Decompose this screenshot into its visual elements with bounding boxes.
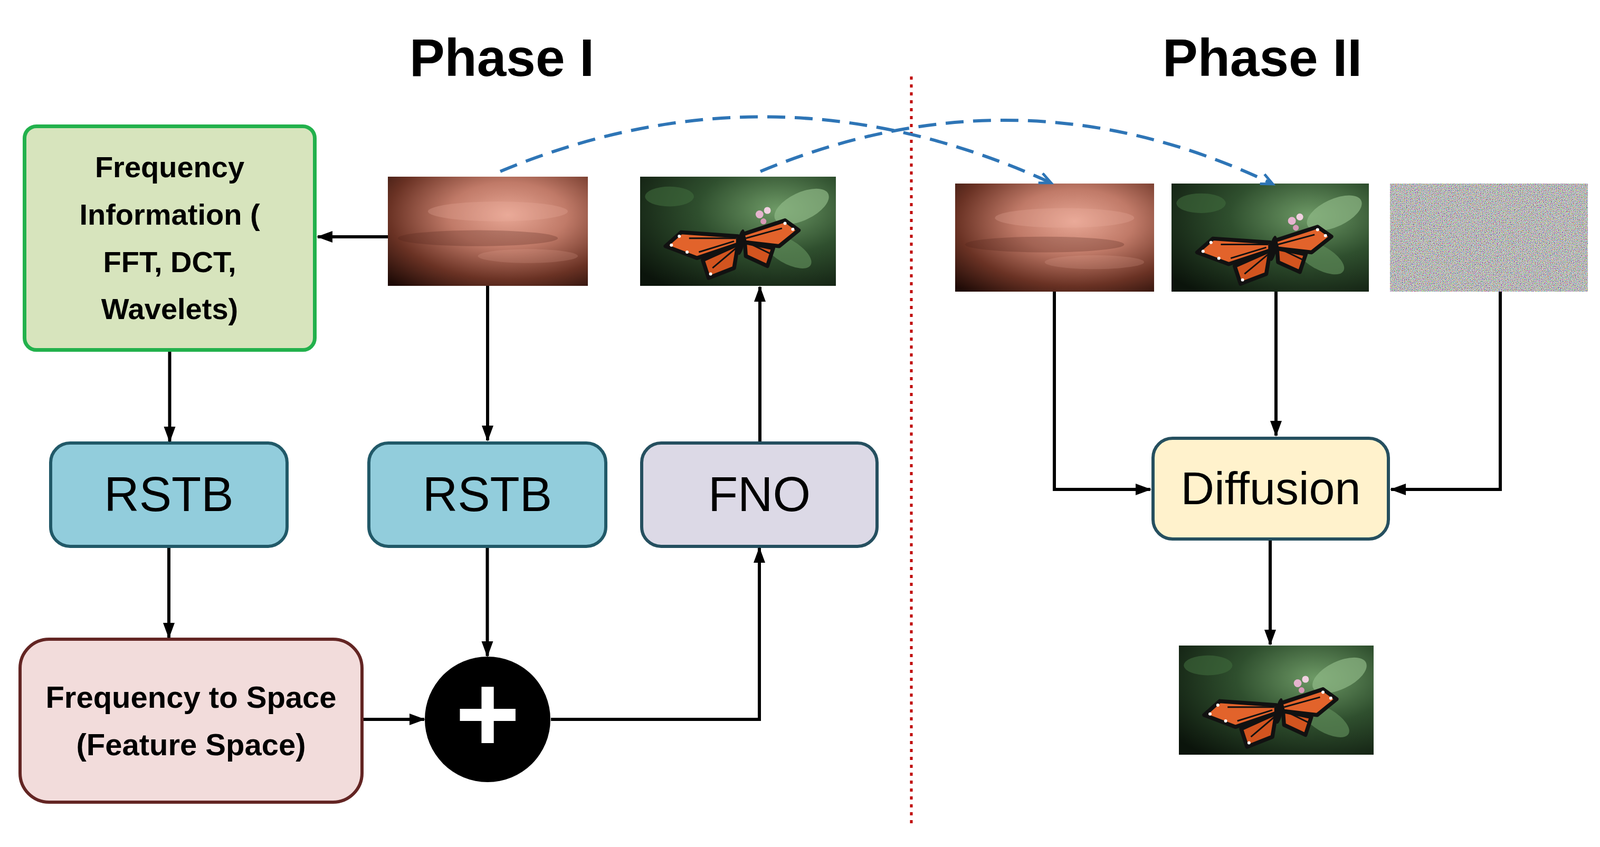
- transfer-arc: [760, 120, 1272, 184]
- transfer-arc: [500, 117, 1051, 183]
- phase-heading: Phase II: [1162, 27, 1363, 89]
- phase-heading: Phase I: [409, 27, 595, 89]
- flow-arrow: [168, 351, 172, 442]
- process-box: Diffusion: [1151, 436, 1390, 541]
- input-image: [955, 183, 1155, 292]
- arrow-wire: [1274, 291, 1278, 436]
- node-text: RSTB: [422, 468, 552, 522]
- node-text: Frequency to Space (Feature Space): [26, 673, 356, 769]
- node-text: RSTB: [103, 468, 234, 522]
- phase-divider: [910, 76, 913, 827]
- process-box: Frequency Information ( FFT, DCT, Wavele…: [22, 124, 317, 352]
- process-box: Frequency to Space (Feature Space): [18, 637, 364, 805]
- node-text: Diffusion: [1181, 463, 1361, 515]
- noise-image: [1389, 183, 1588, 292]
- node-text: FNO: [708, 468, 811, 522]
- process-box: RSTB: [367, 441, 608, 549]
- arrow-wire: [1391, 291, 1501, 490]
- arrow-wire: [317, 235, 388, 239]
- sum-circle: +: [424, 656, 551, 784]
- node-text: +: [455, 659, 521, 770]
- result-image: [1178, 645, 1374, 756]
- process-box: FNO: [640, 441, 879, 549]
- condition-image: [1171, 183, 1369, 292]
- flow-arrow: [167, 548, 171, 638]
- input-image: [387, 176, 588, 287]
- flow-arrow: [550, 548, 760, 720]
- arrow-wire: [1054, 291, 1151, 490]
- arrow-wire: [758, 287, 762, 442]
- process-box: RSTB: [49, 441, 289, 549]
- output-image: [640, 176, 836, 287]
- node-text: Frequency Information ( FFT, DCT, Wavele…: [52, 143, 287, 333]
- flow-arrow: [486, 548, 490, 657]
- arrow-wire: [486, 286, 490, 441]
- flow-arrow: [363, 718, 425, 722]
- arrow-wire: [1268, 540, 1272, 645]
- circle-shape: [424, 656, 551, 783]
